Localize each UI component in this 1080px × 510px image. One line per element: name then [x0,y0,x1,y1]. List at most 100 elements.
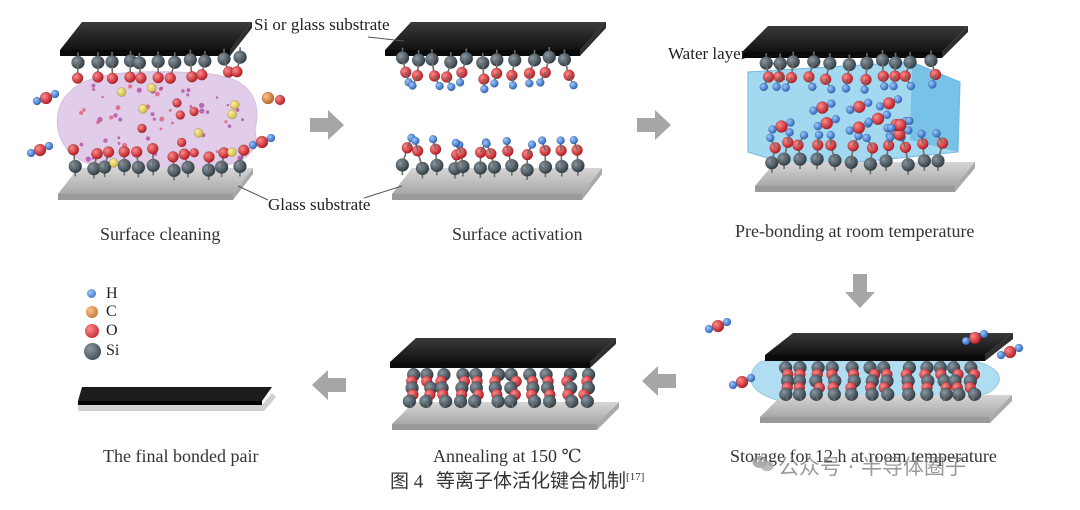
atom-o [176,111,185,120]
atom-h [962,337,970,345]
atom-h [883,111,891,119]
figure-caption: 图 4 等离子体活化键合机制[17] [390,472,644,491]
atom-h [928,80,936,88]
plasma-particle [228,124,232,128]
atom-y [138,104,147,113]
atom-h [886,133,894,141]
atom-h [864,99,872,107]
top-plate-1 [60,22,252,56]
atom-o [853,122,865,134]
bottom-plate-4-edge [760,417,990,423]
atom-h [782,84,790,92]
label-water-layer: Water layer [668,45,746,62]
atom-h [705,325,713,333]
atom-h [933,129,941,137]
atom-h [723,318,731,326]
atom-si [396,51,409,64]
atom-h [490,79,498,87]
atom-h [536,79,544,87]
atom-h [483,140,491,148]
bottom-plate-1-edge [58,194,233,200]
label-glass-substrate: Glass substrate [268,196,370,213]
watermark: 公众号 · 半导体圈子 [778,451,966,481]
atom-h [452,139,460,147]
atom-h [980,330,988,338]
plasma-particle [227,104,229,106]
atom-h [865,118,873,126]
atom-o [92,71,103,82]
atom-o [190,107,199,116]
figure-title: 等离子体活化键合机制 [436,471,626,492]
flow-arrow-left [312,370,346,400]
atom-h [503,137,511,145]
caption-surface-cleaning: Surface cleaning [100,225,220,243]
atom-h [800,131,808,139]
atom-h [760,83,768,91]
plasma-particle [224,120,227,123]
atom-h [809,107,817,115]
atom-h [528,141,536,149]
atom-h [842,84,850,92]
oxygen-atom-icon [85,324,99,338]
atom-h [786,118,794,126]
atom-h [249,141,257,149]
atom-h [480,85,488,93]
atom-h [409,82,417,90]
atom-o [168,151,179,162]
plasma-particle [101,96,103,98]
arrow-shape [845,274,875,308]
bottom-plate-3-edge [755,186,955,192]
atom-o [107,73,118,84]
atom-h [729,381,737,389]
arrow-shape [637,110,671,140]
plasma-particle [216,150,219,153]
atom-o [712,320,724,332]
carbon-atom-icon [86,306,98,318]
atom-h [894,95,902,103]
atom-h [766,134,774,142]
atom-h [538,136,546,144]
figure-number: 图 4 [390,471,423,492]
plasma-particle [91,84,95,88]
bottom-plate-5-edge [392,424,597,430]
atom-y [117,88,126,97]
atom-h [525,79,533,87]
caption-annealing: Annealing at 150 ℃ [433,447,582,465]
plasma-particle [118,142,121,145]
atom-o [92,148,103,159]
atom-y [227,148,236,157]
atom-h [997,351,1005,359]
atom-h [917,130,925,138]
plasma-particle [160,127,163,130]
plasma-particle [146,136,150,140]
caption-final-bonded-pair: The final bonded pair [103,447,258,465]
atom-h [863,134,871,142]
atom-h [832,115,840,123]
atom-o [238,145,249,156]
atom-h [27,149,35,157]
atom-o [40,92,52,104]
plasma-particle [118,117,122,121]
top-plate-5 [390,338,616,368]
atom-h [890,82,898,90]
atom-h [411,137,419,145]
atom-o [894,119,906,131]
plasma-particle [181,89,185,93]
flow-arrow-down [845,274,875,308]
atom-h [907,82,915,90]
wechat-icon [752,455,774,473]
plasma-particle [86,156,91,161]
atom-o [190,148,199,157]
plasma-particle [96,120,100,124]
atom-o [172,98,181,107]
atom-o [775,120,787,132]
atom-o [165,73,176,84]
atom-o [736,376,748,388]
atom-h [887,124,895,132]
atom-o [883,97,895,109]
atom-h [1015,344,1023,352]
atom-h [570,81,578,89]
atom-o [872,113,884,125]
